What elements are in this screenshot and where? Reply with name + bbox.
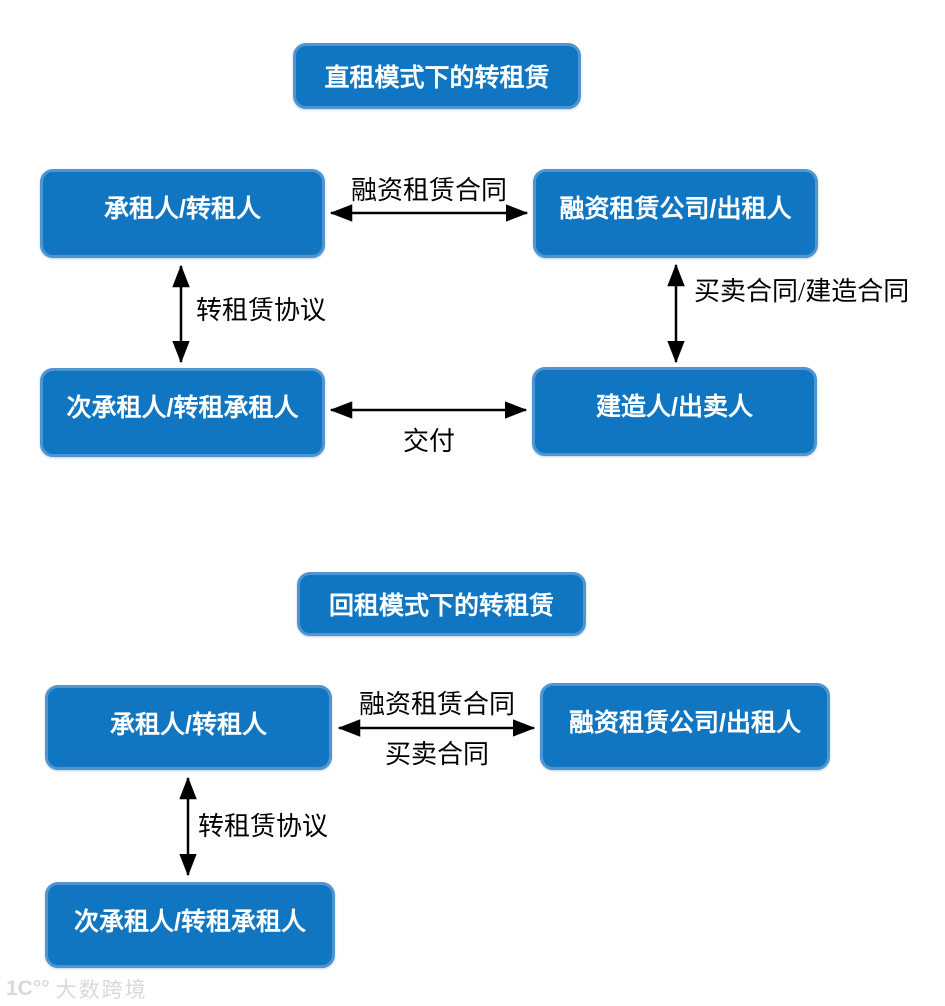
diagram1-title: 直租模式下的转租赁: [293, 43, 581, 109]
diagram1-box-lessee: 承租人/转租人: [40, 169, 325, 258]
diagram2-box-lessee: 承租人/转租人: [45, 685, 332, 770]
watermark-logo-icon: 1C°°: [6, 977, 50, 1000]
watermark-text: 大数跨境: [55, 979, 148, 1002]
diagram1-label-finance-lease-contract: 融资租赁合同: [350, 176, 507, 205]
watermark: 1C°° 大数跨境: [6, 974, 148, 1004]
diagram2-label-finance-lease-contract: 融资租赁合同: [358, 690, 515, 719]
diagram1-box-builder: 建造人/出卖人: [532, 367, 817, 456]
diagram2-label-sales-contract: 买卖合同: [384, 740, 489, 769]
diagram1-label-sublease-agreement: 转租赁协议: [196, 296, 327, 325]
diagram1-label-delivery: 交付: [402, 427, 455, 456]
diagram1-label-sales-construction-contract: 买卖合同/建造合同: [694, 277, 910, 306]
diagram1-box-leasing-company: 融资租赁公司/出租人: [533, 169, 818, 258]
diagram2-box-leasing-company: 融资租赁公司/出租人: [540, 683, 830, 770]
diagram1-box-sub-lessee: 次承租人/转租承租人: [40, 368, 325, 457]
diagram2-box-sub-lessee: 次承租人/转租承租人: [45, 882, 335, 968]
diagram2-title: 回租模式下的转租赁: [297, 572, 586, 636]
diagram2-label-sublease-agreement: 转租赁协议: [198, 812, 329, 841]
